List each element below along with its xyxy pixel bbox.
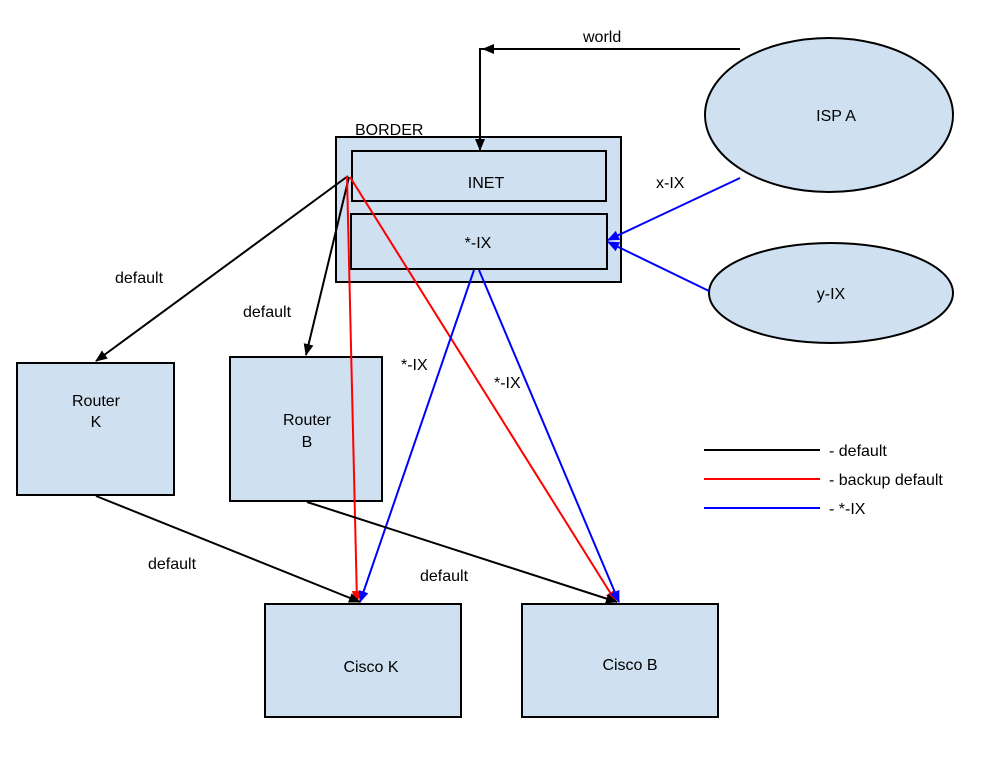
y-ix-ellipse — [708, 242, 954, 344]
edge-default-cisco-k — [95, 495, 361, 603]
inet-label: INET — [468, 175, 505, 192]
edge-backup-cisco-b — [349, 176, 617, 603]
edge-label-default-cisco-k: default — [148, 556, 197, 573]
legend-label-default: - default — [829, 443, 887, 460]
edge-world — [475, 48, 740, 151]
edge-y-ix — [607, 241, 710, 292]
edge-label-default-router-k: default — [115, 270, 164, 287]
edge-world-arrowhead — [482, 44, 494, 54]
edge-label-world: world — [582, 29, 621, 46]
edge-ix-cisco-b — [478, 269, 620, 603]
router-b-label-line1: Router — [283, 412, 332, 429]
edge-default-router-b — [303, 176, 350, 356]
edge-label-x-ix: x-IX — [656, 175, 685, 192]
router-b-box — [229, 356, 383, 502]
legend: - default - backup default - *-IX — [704, 443, 943, 518]
legend-label-ix: - *-IX — [829, 501, 866, 518]
ix-box — [350, 213, 608, 270]
edge-label-ix-cisco-k: *-IX — [401, 357, 428, 374]
edge-ix-cisco-k — [358, 269, 475, 603]
router-k-label-line2: K — [91, 414, 102, 431]
edge-x-ix — [607, 177, 741, 241]
ix-label: *-IX — [465, 235, 492, 252]
legend-label-backup-default: - backup default — [829, 472, 943, 489]
y-ix-label: y-IX — [817, 286, 846, 303]
edge-default-cisco-b — [306, 501, 618, 604]
edge-backup-cisco-k — [346, 175, 362, 603]
router-b-label-line2: B — [302, 434, 313, 451]
cisco-k-label: Cisco K — [343, 659, 398, 676]
edge-label-default-cisco-b: default — [420, 568, 469, 585]
cisco-b-box — [521, 603, 719, 718]
edge-label-ix-cisco-b: *-IX — [494, 375, 521, 392]
cisco-k-box — [264, 603, 462, 718]
router-k-box — [16, 362, 175, 496]
router-k-label-line1: Router — [72, 393, 121, 410]
inet-box — [351, 150, 607, 202]
edge-label-default-router-b: default — [243, 304, 292, 321]
isp-a-ellipse — [704, 37, 954, 193]
border-label: BORDER — [355, 122, 423, 139]
edge-default-router-k — [95, 175, 349, 362]
isp-a-label: ISP A — [816, 108, 856, 125]
cisco-b-label: Cisco B — [602, 657, 657, 674]
